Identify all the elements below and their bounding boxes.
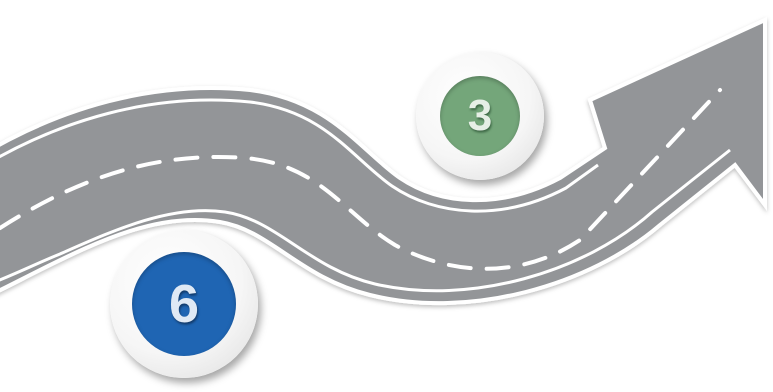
step-badge-6: 6 [110, 230, 258, 378]
road-surface [0, 20, 765, 303]
step-badge-3: 3 [416, 52, 544, 180]
step-number-3: 3 [468, 94, 492, 138]
step-number-6: 6 [169, 277, 199, 331]
step-badge-6-disc: 6 [132, 252, 236, 356]
step-badge-3-disc: 3 [440, 76, 520, 156]
